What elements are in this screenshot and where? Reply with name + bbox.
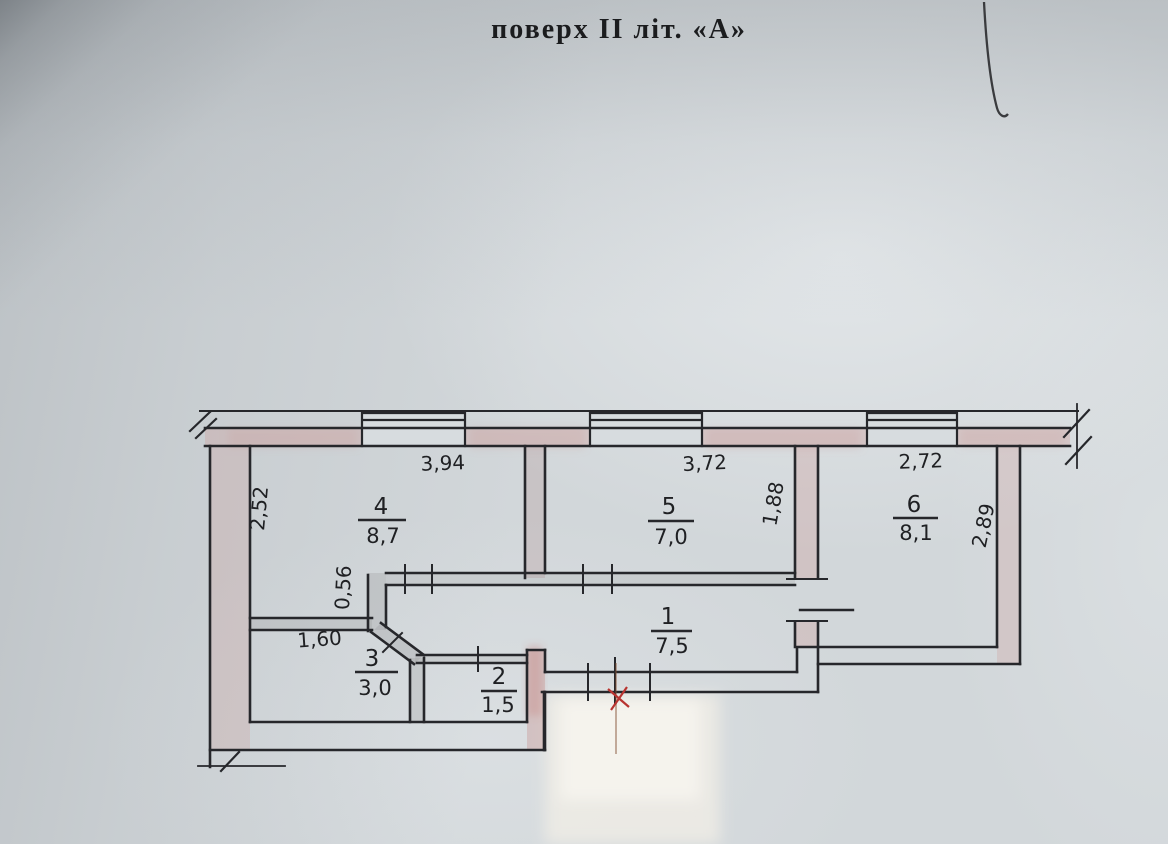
dimension-labels: 3,94 3,72 2,72 2,52 1,88 2,89 0,56 1,60	[245, 448, 999, 652]
svg-text:3,0: 3,0	[358, 676, 391, 700]
dim-room6-width: 2,72	[898, 448, 943, 474]
dim-room5-height: 1,88	[757, 480, 788, 528]
svg-text:8,7: 8,7	[366, 524, 399, 548]
svg-text:7,5: 7,5	[655, 634, 688, 658]
page-title: поверх II літ. «А»	[491, 14, 747, 45]
paper-smudges	[228, 427, 1065, 844]
window-icon	[865, 411, 959, 448]
dim-room5-width: 3,72	[682, 450, 728, 476]
dim-niche: 0,56	[330, 565, 356, 611]
room-3-label: 3 3,0	[355, 646, 398, 700]
svg-text:1: 1	[661, 604, 676, 630]
svg-text:5: 5	[662, 494, 677, 520]
svg-text:6: 6	[907, 492, 922, 518]
svg-text:7,0: 7,0	[654, 525, 687, 549]
red-smear	[527, 646, 542, 716]
room-6-label: 6 8,1	[893, 492, 938, 545]
room-2-label: 2 1,5	[481, 664, 517, 717]
svg-text:3: 3	[365, 646, 380, 672]
svg-text:8,1: 8,1	[899, 521, 932, 545]
door-jamb-ticks	[381, 564, 651, 705]
diagonal-wall	[369, 630, 416, 666]
svg-text:4: 4	[374, 494, 389, 520]
svg-text:1,5: 1,5	[481, 693, 514, 717]
svg-text:2: 2	[492, 664, 507, 690]
dim-room4-width: 3,94	[420, 450, 465, 476]
room-5-label: 5 7,0	[648, 494, 694, 549]
room-1-label: 1 7,5	[651, 604, 692, 658]
room-4-label: 4 8,7	[358, 494, 406, 548]
window-icon	[360, 411, 467, 448]
stray-pen-line	[982, 1, 1009, 118]
dim-room6-height: 2,89	[967, 501, 1000, 550]
room-labels: 4 8,7 5 7,0 6 8,1 1 7,5 3 3	[355, 492, 938, 717]
wall-lines	[188, 403, 1093, 773]
dim-room3-width: 1,60	[296, 625, 342, 652]
dim-room4-height: 2,52	[245, 485, 273, 531]
window-icon	[588, 411, 704, 448]
red-cross-mark	[607, 686, 630, 711]
